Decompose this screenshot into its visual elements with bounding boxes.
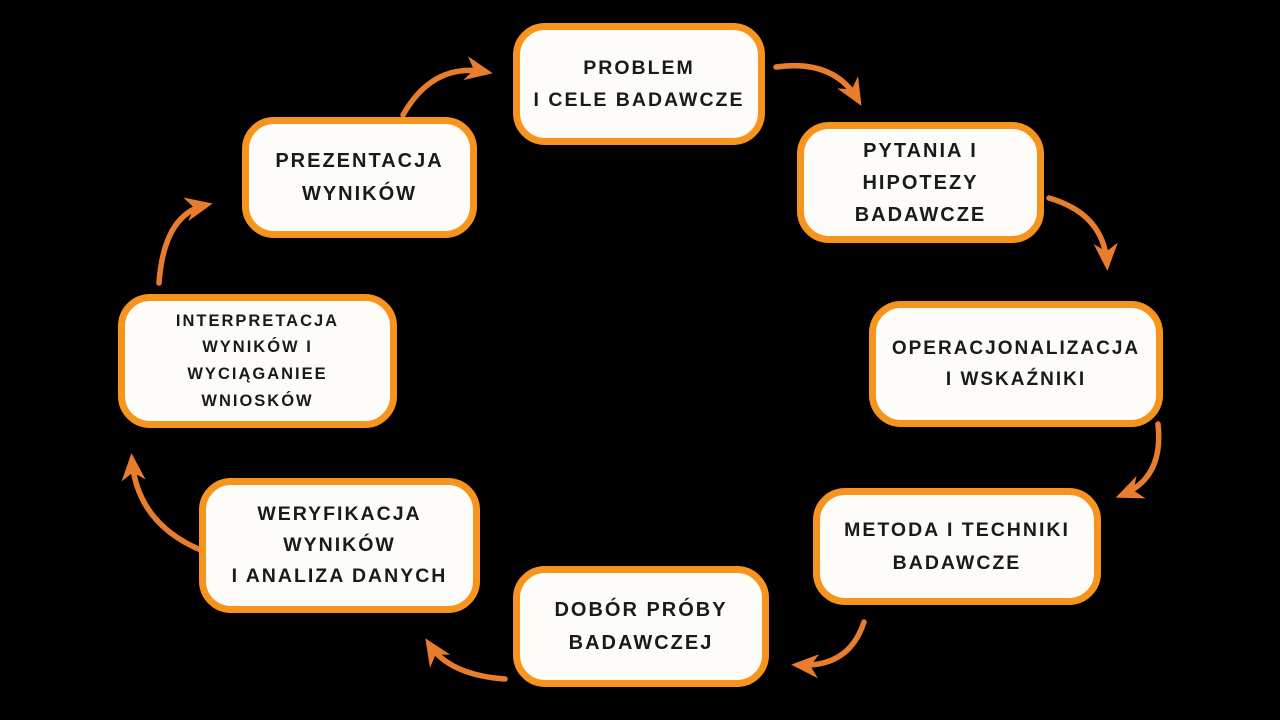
step-label: METODA I TECHNIKI BADAWCZE: [844, 519, 1070, 574]
step-operacjonalizacja-i-wskazniki: OPERACJONALIZACJA I WSKAŹNIKI: [869, 301, 1163, 427]
step-dobor-proby-badawczej: DOBÓR PRÓBY BADAWCZEJ: [513, 566, 769, 687]
step-prezentacja-wynikow: PREZENTACJA WYNIKÓW: [242, 117, 477, 238]
arrow-prezentacja-to-problem-icon: [400, 56, 493, 118]
step-metoda-i-techniki-badawcze: METODA I TECHNIKI BADAWCZE: [813, 488, 1101, 605]
step-label: WERYFIKACJA WYNIKÓW I ANALIZA DANYCH: [231, 502, 448, 588]
step-label: PREZENTACJA WYNIKÓW: [275, 149, 444, 205]
step-label: PROBLEM I CELE BADAWCZE: [533, 56, 745, 111]
step-label: INTERPRETACJA WYNIKÓW I WYCIĄGANIEE WNIO…: [175, 311, 340, 410]
arrow-weryfikacja-to-interpretacja-icon: [121, 453, 206, 554]
arrow-metoda-to-dobor-icon: [791, 619, 867, 679]
arrow-operacjonalizacja-to-metoda-icon: [1115, 421, 1162, 499]
step-pytania-i-hipotezy-badawcze: PYTANIA I HIPOTEZY BADAWCZE: [797, 122, 1044, 243]
step-interpretacja-wynikow-wnioski: INTERPRETACJA WYNIKÓW I WYCIĄGANIEE WNIO…: [118, 294, 397, 428]
arrow-dobor-to-weryfikacja-icon: [425, 638, 508, 682]
step-label: PYTANIA I HIPOTEZY BADAWCZE: [854, 139, 987, 226]
step-label: DOBÓR PRÓBY BADAWCZEJ: [554, 598, 728, 654]
arrow-pytania-to-operacjonalizacja-icon: [1046, 195, 1118, 271]
step-weryfikacja-wynikow-i-analiza-danych: WERYFIKACJA WYNIKÓW I ANALIZA DANYCH: [199, 478, 480, 613]
arrow-problem-to-pytania-icon: [773, 62, 862, 106]
arrow-interpretacja-to-prezentacja-icon: [156, 197, 213, 286]
step-label: OPERACJONALIZACJA I WSKAŹNIKI: [891, 337, 1141, 390]
step-problem-i-cele-badawcze: PROBLEM I CELE BADAWCZE: [513, 23, 765, 145]
